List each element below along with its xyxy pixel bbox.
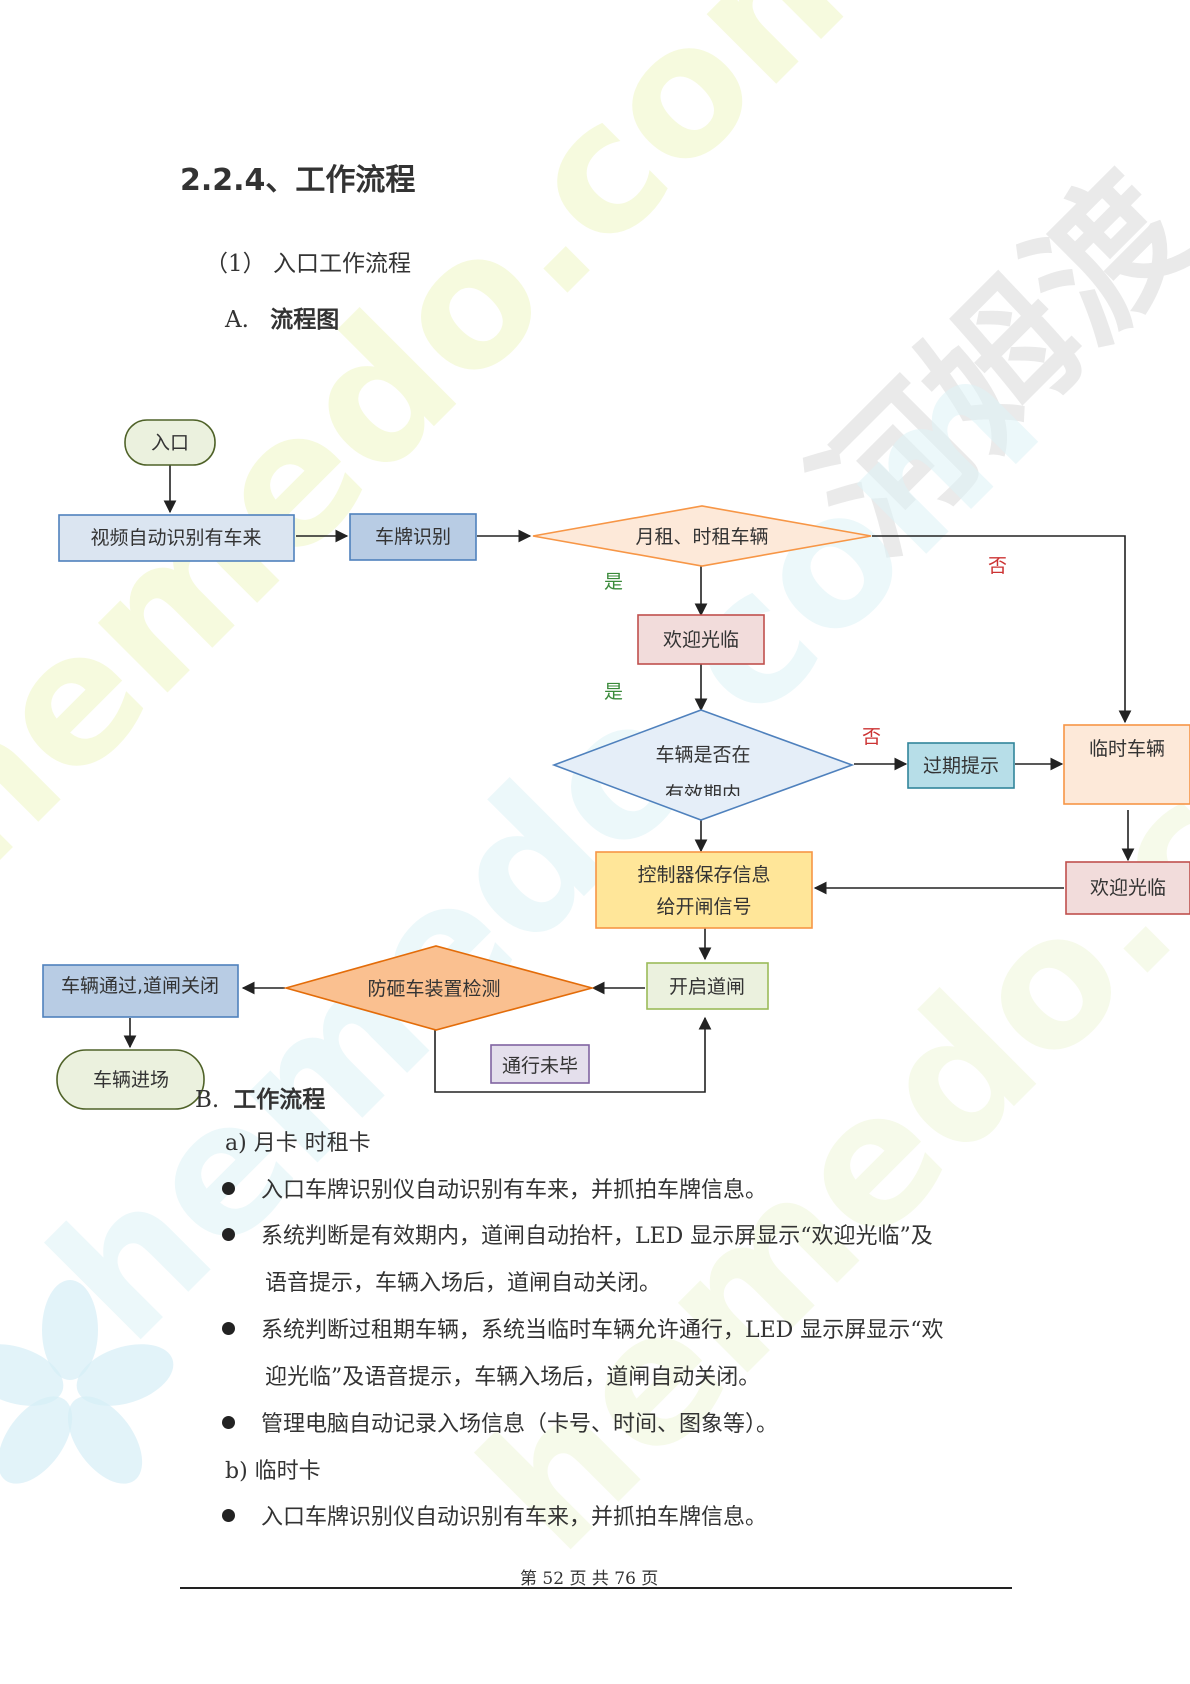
subsubheading: A. 流程图 [225,300,339,334]
label-no-2: 否 [862,726,881,748]
bullet-a3-text: 系统判断过租期车辆，系统当临时车辆允许通行，LED 显示屏显示“欢 [261,1318,944,1343]
node-expired-notice-label: 过期提示 [923,755,999,777]
node-entrance [124,419,216,466]
label-no-1: 否 [988,555,1007,577]
node-temporary-vehicle [1063,724,1190,805]
node-controller [595,851,813,929]
node-monthly-hourly-label: 月租、时租车辆 [635,526,768,548]
bullet-a2-text: 系统判断是有效期内，道闸自动抬杆，LED 显示屏显示“欢迎光临”及 [261,1224,933,1249]
section-b-heading: B. 工作流程 [195,1080,325,1114]
bullet-b1-text: 入口车牌识别仪自动识别有车来，并抓拍车牌信息。 [261,1505,768,1530]
item-b-label: b) 临时卡 [225,1459,321,1484]
item-a-label: a) 月卡 时租卡 [225,1131,371,1156]
subheading: （1） 入口工作流程 [205,251,411,277]
section-heading: 2.2.4、工作流程 [180,163,416,198]
bullet-dot [222,1322,235,1335]
node-welcome-2 [1065,861,1190,915]
bullet-a1: 入口车牌识别仪自动识别有车来，并抓拍车牌信息。 [222,1172,1022,1204]
node-controller-line1: 控制器保存信息 [637,864,770,886]
bullet-dot [222,1228,235,1241]
page-footer: 第 52 页 共 76 页 [520,1569,659,1589]
node-not-finished-label: 通行未毕 [502,1055,578,1077]
flow-connectors [123,465,1135,1093]
bullet-dot [222,1509,235,1522]
node-video-detect [58,514,295,562]
bullet-b1: 入口车牌识别仪自动识别有车来，并抓拍车牌信息。 [222,1499,1022,1531]
node-expired-notice [907,742,1015,789]
node-plate-recognition [349,513,477,561]
node-welcome-1-label: 欢迎光临 [663,629,739,651]
node-monthly-hourly [532,505,872,567]
bullet-a2: 系统判断是有效期内，道闸自动抬杆，LED 显示屏显示“欢迎光临”及 [222,1218,1022,1250]
section-b-title: 工作流程 [233,1086,326,1113]
node-anti-smash-label: 防砸车装置检测 [367,978,500,1000]
subsub-prefix: A. [225,307,249,333]
node-temporary-vehicle-label: 临时车辆 [1089,738,1165,760]
node-passed-close-label: 车辆通过,道闸关闭 [61,975,219,997]
section-b-prefix: B. [195,1087,220,1113]
bullet-a3-cont: 迎光临”及语音提示，车辆入场后，道闸自动关闭。 [265,1365,761,1390]
footer-rule [180,1587,1012,1589]
node-welcome-1 [637,614,765,665]
node-in-validity-label-2: 有效期内 [665,783,741,805]
subsub-title: 流程图 [270,306,340,333]
bullet-dot [222,1416,235,1429]
bullet-a3: 系统判断过租期车辆，系统当临时车辆允许通行，LED 显示屏显示“欢 [222,1312,1022,1344]
node-open-gate-label: 开启道闸 [669,976,745,998]
node-controller-line2: 给开闸信号 [656,896,751,918]
bullet-a4: 管理电脑自动记录入场信息（卡号、时间、图象等）。 [222,1406,1022,1438]
watermark-flower-icon [0,1280,174,1484]
node-entrance-label: 入口 [151,432,189,454]
node-plate-recognition-label: 车牌识别 [375,526,451,548]
node-in-validity-label: 车辆是否在 [655,744,750,766]
bullet-a4-text: 管理电脑自动记录入场信息（卡号、时间、图象等）。 [261,1412,779,1437]
node-open-gate [646,962,769,1010]
node-passed-close [42,964,239,1018]
node-not-finished [490,1044,590,1084]
bullet-a2-cont: 语音提示，车辆入场后，道闸自动关闭。 [265,1271,662,1296]
node-in-validity [551,709,855,821]
bullet-dot [222,1182,235,1195]
label-yes-2: 是 [604,681,623,703]
node-vehicle-enter [56,1049,205,1110]
label-yes-1: 是 [604,571,623,593]
node-vehicle-enter-label: 车辆进场 [93,1069,169,1091]
bullet-a1-text: 入口车牌识别仪自动识别有车来，并抓拍车牌信息。 [261,1178,768,1203]
node-video-detect-label: 视频自动识别有车来 [90,527,261,549]
flowchart: 入口 视频自动识别有车来 车牌识别 月租、时租车辆 是 否 欢迎光临 是 车辆是… [42,419,1190,1110]
node-anti-smash [283,945,596,1031]
node-welcome-2-label: 欢迎光临 [1090,877,1166,899]
